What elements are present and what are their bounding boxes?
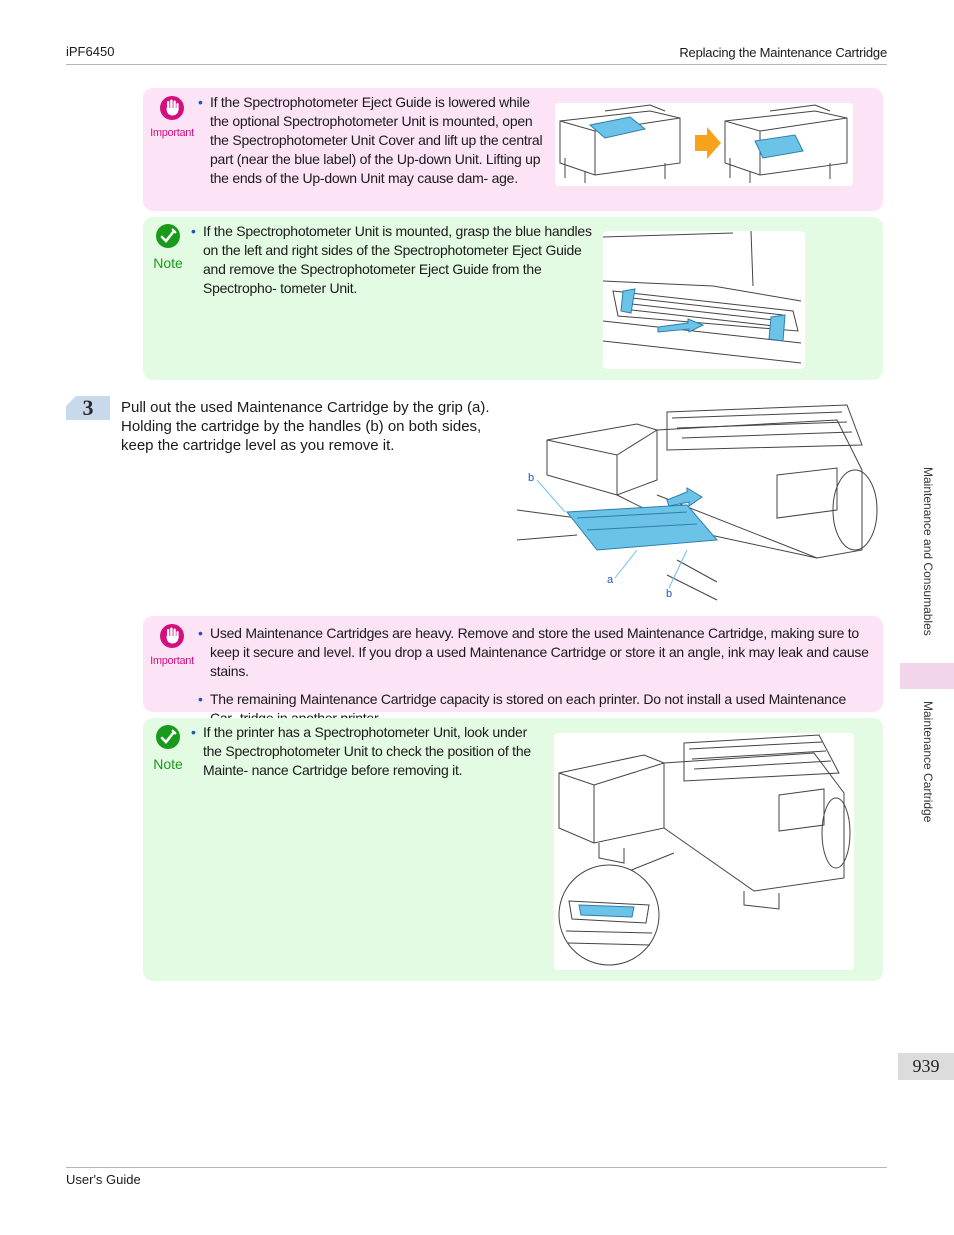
important-box-1: Important If the Spectrophotometer Eject…: [143, 88, 883, 211]
footer-rule: [66, 1167, 887, 1168]
important-1-list: If the Spectrophotometer Eject Guide is …: [198, 93, 543, 197]
list-item: If the Spectrophotometer Eject Guide is …: [198, 93, 543, 188]
eject-guide-removal-figure: [602, 230, 805, 369]
note-box-1: Note If the Spectrophotometer Unit is mo…: [143, 217, 883, 380]
header-section-title: Replacing the Maintenance Cartridge: [679, 45, 887, 60]
page-number: 939: [898, 1053, 954, 1080]
side-tab-chapter[interactable]: Maintenance and Consumables: [921, 467, 935, 636]
list-item: Used Maintenance Cartridges are heavy. R…: [198, 624, 873, 681]
note-2-list: If the printer has a Spectrophotometer U…: [191, 723, 546, 789]
header-rule: [66, 64, 887, 65]
header-model: iPF6450: [66, 44, 115, 59]
list-item: If the Spectrophotometer Unit is mounted…: [191, 222, 601, 298]
note-box-2: Note If the printer has a Spectrophotome…: [143, 718, 883, 981]
note-badge: Note: [143, 223, 193, 271]
callout-b-top: b: [528, 472, 534, 484]
note-label: Note: [153, 756, 183, 772]
pencil-check-icon: [156, 725, 180, 749]
important-label: Important: [150, 127, 194, 139]
side-tab-highlight: [900, 663, 954, 689]
important-badge: Important: [147, 623, 197, 667]
side-tab-section[interactable]: Maintenance Cartridge: [921, 701, 935, 823]
important-label: Important: [150, 655, 194, 667]
note-1-list: If the Spectrophotometer Unit is mounted…: [191, 222, 601, 307]
remove-cartridge-figure: b a b: [516, 400, 885, 602]
note-badge: Note: [143, 724, 193, 772]
callout-a: a: [607, 574, 614, 586]
important-badge: Important: [147, 95, 197, 139]
important-2-list: Used Maintenance Cartridges are heavy. R…: [198, 624, 873, 737]
important-box-2: Important Used Maintenance Cartridges ar…: [143, 616, 883, 726]
pencil-check-icon: [156, 224, 180, 248]
cartridge-location-figure: [554, 733, 854, 970]
step-instruction: Pull out the used Maintenance Cartridge …: [121, 399, 490, 454]
step-number: 3: [66, 396, 110, 420]
list-item: If the printer has a Spectrophotometer U…: [191, 723, 546, 780]
note-label: Note: [153, 255, 183, 271]
footer-guide-title: User's Guide: [66, 1172, 141, 1187]
hand-stop-icon: [160, 624, 184, 648]
eject-guide-figure: [555, 103, 853, 186]
callout-b-bottom: b: [666, 588, 672, 600]
hand-stop-icon: [160, 96, 184, 120]
